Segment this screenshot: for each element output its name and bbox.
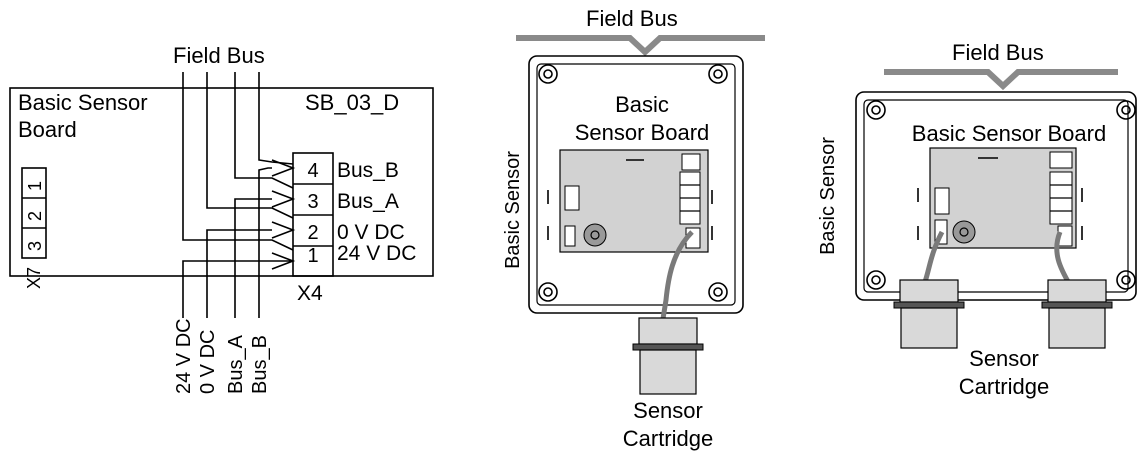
- sensor-cartridge: [638, 317, 698, 345]
- field-bus-label-3: Field Bus: [952, 40, 1044, 65]
- housing-outline-2: [855, 91, 1137, 301]
- side-label: Basic Sensor: [502, 151, 524, 269]
- screw-icon: [538, 64, 728, 302]
- wiring-schematic: Basic Sensor Board SB_03_D Field Bus 1 2…: [9, 43, 434, 394]
- single-cartridge-housing: Field Bus Basic Sensor Board Basic Senso…: [502, 6, 765, 451]
- board-label-line1: Basic: [615, 92, 669, 117]
- board-model: SB_03_D: [305, 90, 399, 115]
- sensor-cartridge-left: [893, 279, 965, 349]
- x4-label: X4: [297, 282, 323, 305]
- wire-label-24vdc: 24 V DC: [173, 318, 195, 394]
- board-name-line2: Board: [18, 117, 77, 142]
- wire-label-bus-a: Bus_A: [225, 334, 247, 394]
- cartridge-label-line1: Sensor: [633, 398, 703, 423]
- sensor-cable: [659, 230, 694, 326]
- x7-connector: 1 2 3 X7: [21, 167, 47, 289]
- x4-pin-2: 2: [307, 222, 318, 244]
- wire-label-0vdc: 0 V DC: [197, 330, 219, 394]
- x7-pin-1: 1: [25, 181, 45, 191]
- board-name-line1: Basic Sensor: [18, 90, 148, 115]
- x7-label: X7: [24, 267, 44, 289]
- x4-pin-1: 1: [307, 245, 318, 267]
- cartridge-label-3-line2: Cartridge: [959, 374, 1049, 399]
- board-label-3: Basic Sensor Board: [912, 121, 1106, 146]
- x4-signal-bus-b: Bus_B: [337, 159, 399, 182]
- wire-label-bus-b: Bus_B: [249, 335, 271, 394]
- housing-outline: [528, 55, 744, 314]
- x4-signal-bus-a: Bus_A: [337, 190, 399, 213]
- x4-pin-3: 3: [307, 191, 318, 213]
- dual-cartridge-housing: Field Bus Basic Sensor Board Basic Senso…: [817, 40, 1137, 399]
- x4-connector: 4 3 2 1 Bus_B Bus_A 0 V DC 24 V DC X4: [292, 152, 416, 305]
- x7-pin-2: 2: [25, 211, 45, 221]
- cartridge-label-3-line1: Sensor: [969, 346, 1039, 371]
- screw-icon: [866, 100, 1136, 290]
- x7-pin-3: 3: [25, 241, 45, 251]
- x4-signal-24vdc: 24 V DC: [337, 242, 416, 265]
- field-bus-label-2: Field Bus: [586, 6, 678, 31]
- sensor-cartridge-right: [1041, 279, 1113, 349]
- field-bus-cable-2: [884, 69, 1118, 91]
- sensor-board-outline: [9, 87, 434, 277]
- field-bus-cable: [516, 35, 765, 57]
- x4-signal-0vdc: 0 V DC: [337, 221, 405, 244]
- side-label-3: Basic Sensor: [817, 137, 839, 255]
- cartridge-label-line2: Cartridge: [623, 426, 713, 451]
- wiring-lines: [182, 72, 296, 318]
- field-bus-label: Field Bus: [173, 43, 265, 68]
- x4-pin-4: 4: [307, 160, 318, 182]
- board-label-line2: Sensor Board: [575, 120, 710, 145]
